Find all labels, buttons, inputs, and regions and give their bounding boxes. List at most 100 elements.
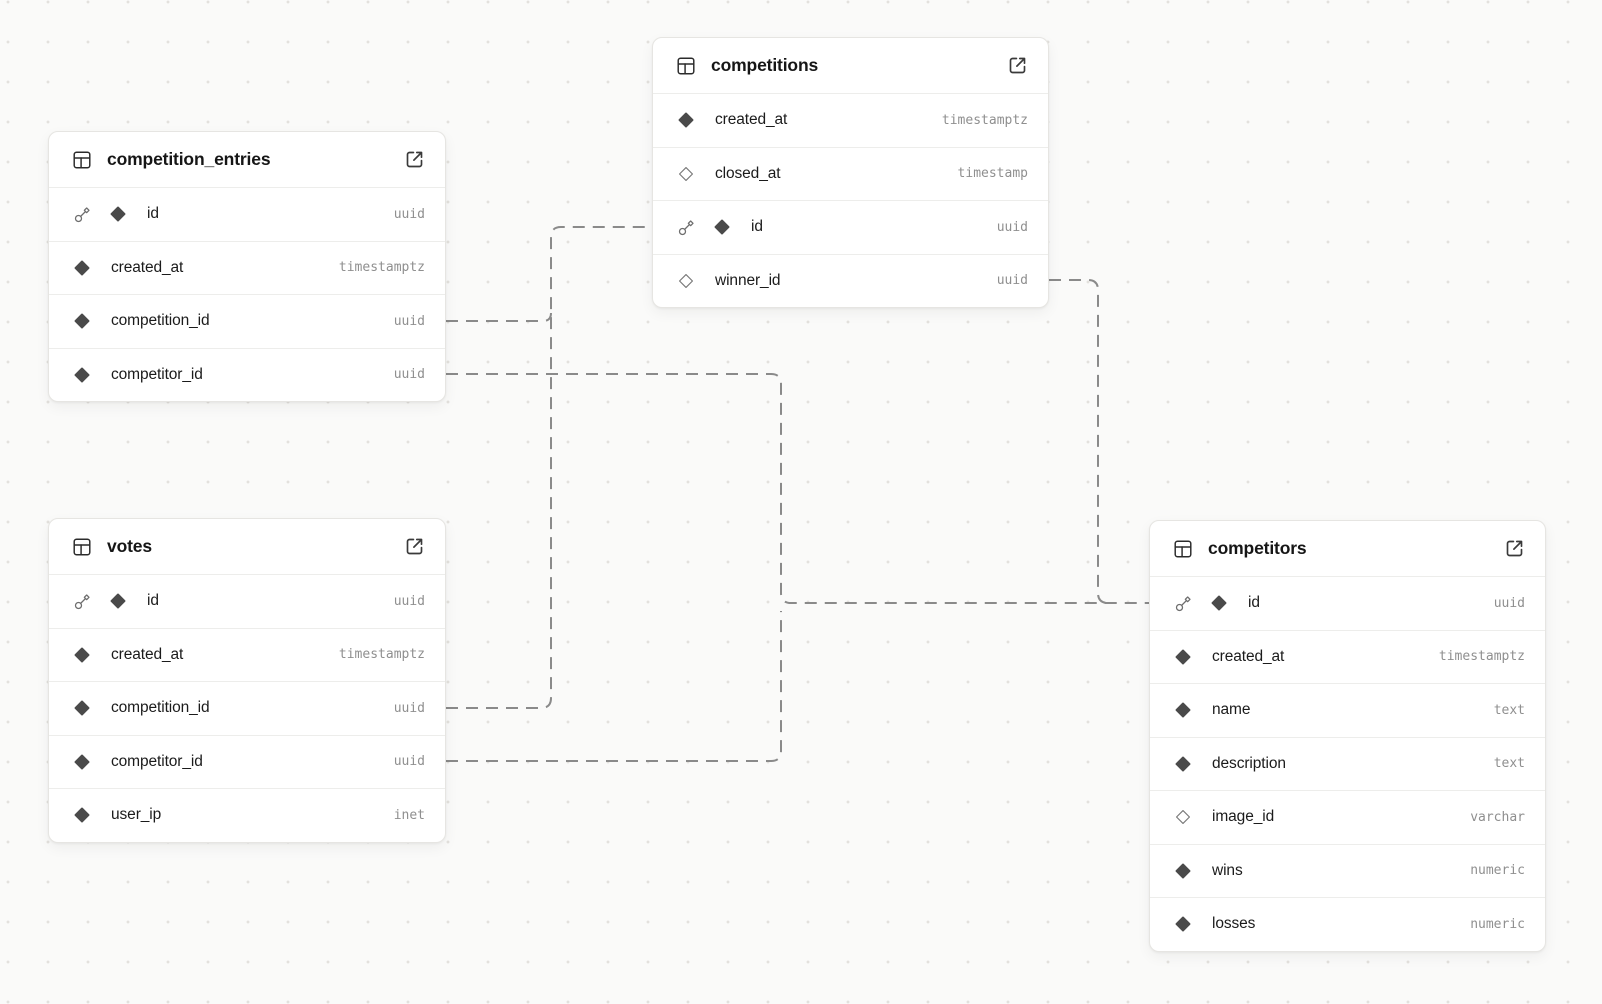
column-icons <box>1174 593 1228 613</box>
required-diamond-icon <box>1174 862 1192 880</box>
external-link-icon[interactable] <box>1007 55 1028 76</box>
column-icons <box>73 204 127 224</box>
required-diamond-icon <box>73 806 91 824</box>
column-name: competition_id <box>111 699 210 717</box>
relationship-connector-competition_entries.competition_id-to-competitions.id <box>446 312 552 322</box>
column-icons <box>73 699 91 717</box>
column-type: text <box>1493 756 1525 772</box>
table-name: competitions <box>711 55 819 75</box>
column-name: created_at <box>715 111 788 129</box>
column-type: timestamptz <box>338 260 425 276</box>
external-link-icon[interactable] <box>404 536 425 557</box>
column-icons <box>1174 808 1192 826</box>
column-icons <box>677 272 695 290</box>
required-diamond-icon <box>73 699 91 717</box>
relationship-connector-votes.competitor_id-to-competitors.id <box>446 611 782 762</box>
required-diamond-icon <box>1174 755 1192 773</box>
primary-key-icon <box>1174 593 1194 613</box>
column-row-competitor_id: competitor_id uuid <box>49 734 445 789</box>
column-type: uuid <box>393 593 425 609</box>
table-card-competition_entries[interactable]: competition_entries id uuid created_at tim… <box>48 131 446 402</box>
column-name: closed_at <box>715 164 781 182</box>
nullable-diamond-icon <box>1174 808 1192 826</box>
column-name: created_at <box>111 258 184 276</box>
column-row-competition_id: competition_id uuid <box>49 294 445 348</box>
column-type: uuid <box>996 273 1028 289</box>
column-name: competition_id <box>111 312 210 330</box>
column-name: wins <box>1212 861 1243 879</box>
column-row-created_at: created_at timestamptz <box>1150 629 1545 684</box>
column-type: uuid <box>393 313 425 329</box>
column-icons <box>73 806 91 824</box>
column-icons <box>73 646 91 664</box>
column-type: uuid <box>393 754 425 770</box>
column-row-winner_id: winner_id uuid <box>653 253 1048 308</box>
column-name: created_at <box>1212 647 1285 665</box>
column-icons <box>1174 862 1192 880</box>
column-name: competitor_id <box>111 752 203 770</box>
column-type: inet <box>393 807 425 823</box>
table-header[interactable]: votes <box>49 519 445 574</box>
column-icons <box>73 259 91 277</box>
column-icons <box>1174 701 1192 719</box>
column-row-created_at: created_at timestamptz <box>49 240 445 295</box>
external-link-icon[interactable] <box>1504 538 1525 559</box>
required-diamond-icon <box>73 646 91 664</box>
column-icons <box>1174 648 1192 666</box>
column-name: winner_id <box>715 271 781 289</box>
required-diamond-icon <box>109 592 127 610</box>
column-type: uuid <box>996 219 1028 235</box>
table-icon <box>71 536 93 558</box>
table-name: competition_entries <box>107 149 271 169</box>
column-row-wins: wins numeric <box>1150 843 1545 898</box>
primary-key-icon <box>677 217 697 237</box>
column-type: numeric <box>1470 863 1525 879</box>
table-icon <box>675 55 697 77</box>
table-rows: id uuid created_at timestamptz competition… <box>49 187 445 401</box>
column-type: uuid <box>393 206 425 222</box>
column-name: name <box>1212 701 1251 719</box>
column-name: created_at <box>111 645 184 663</box>
table-header[interactable]: competitors <box>1150 521 1545 576</box>
column-type: timestamptz <box>1438 649 1525 665</box>
relationship-connector-competition_entries.competitor_id-to-competitors.id <box>446 373 1149 604</box>
column-type: timestamp <box>957 166 1028 182</box>
external-link-icon[interactable] <box>404 149 425 170</box>
primary-key-icon <box>73 591 93 611</box>
primary-key-icon <box>73 204 93 224</box>
required-diamond-icon <box>1210 594 1228 612</box>
table-header[interactable]: competition_entries <box>49 132 445 187</box>
required-diamond-icon <box>73 259 91 277</box>
column-name: image_id <box>1212 808 1275 826</box>
required-diamond-icon <box>1174 648 1192 666</box>
column-name: id <box>147 205 159 223</box>
required-diamond-icon <box>73 753 91 771</box>
required-diamond-icon <box>677 111 695 129</box>
required-diamond-icon <box>1174 701 1192 719</box>
column-icons <box>677 217 731 237</box>
relationship-connector-votes.competition_id-to-competitions.id <box>446 226 652 709</box>
table-icon <box>1172 538 1194 560</box>
column-icons <box>73 312 91 330</box>
table-name: votes <box>107 536 152 556</box>
column-icons <box>1174 915 1192 933</box>
column-type: varchar <box>1470 809 1525 825</box>
nullable-diamond-icon <box>677 165 695 183</box>
relationship-connector-competitions.winner_id-to-competitors.id <box>1049 279 1109 604</box>
table-header[interactable]: competitions <box>653 38 1048 93</box>
